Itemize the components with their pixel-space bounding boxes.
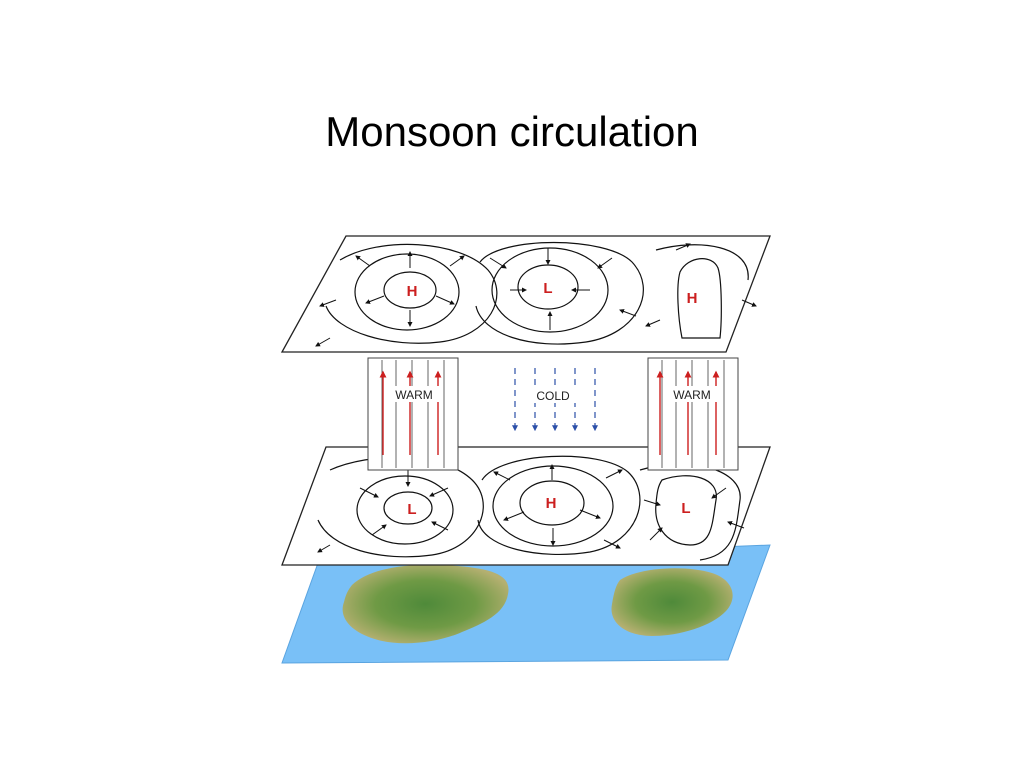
surface-plane [281, 544, 771, 664]
lower-wind-arrows [317, 464, 745, 553]
middle-column-label: COLD [536, 389, 570, 403]
slide-title: Monsoon circulation [325, 108, 699, 155]
right-warm-column: WARM [647, 357, 739, 471]
upper-center-2: L [543, 280, 552, 297]
land-mass-right [611, 568, 733, 636]
lower-level-plane: L H L [281, 446, 771, 566]
upper-center-3: H [687, 290, 698, 307]
land-mass-left [342, 564, 509, 644]
cold-column: COLD [512, 368, 598, 432]
upper-level-plane: H L H [280, 235, 771, 353]
upper-center-1: H [407, 283, 418, 300]
right-column-label: WARM [673, 388, 711, 402]
lower-center-2: H [546, 495, 557, 512]
left-warm-column: WARM [367, 357, 459, 471]
upper-wind-arrows [315, 243, 757, 347]
left-column-label: WARM [395, 388, 433, 402]
lower-center-3: L [681, 500, 690, 517]
lower-center-1: L [407, 501, 416, 518]
